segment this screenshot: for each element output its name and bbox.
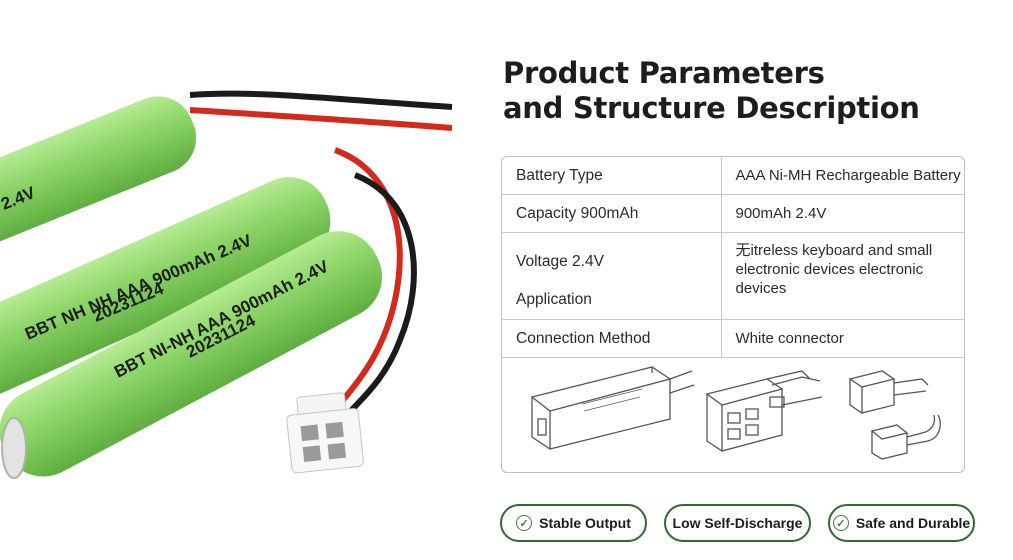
white-connector — [286, 392, 364, 474]
param-value: 无itreless keyboard and small electronic … — [720, 232, 964, 320]
table-row: Connection Method White connector — [502, 319, 964, 358]
small-connectors-diagram — [848, 370, 941, 460]
check-circle-icon: ✓ — [516, 515, 533, 531]
parameters-panel: Battery Type AAA Ni-MH Rechargeable Batt… — [501, 156, 965, 473]
feature-label: Safe and Durable — [855, 515, 971, 531]
battery-pack-photo: 2.4V BBT NH NH AAA 900mAh 2.4V 20231124 … — [0, 90, 453, 479]
feature-safe-and-durable: ✓ Safe and Durable — [828, 504, 975, 542]
param-key: Application — [516, 291, 592, 308]
param-value: AAA Ni-MH Rechargeable Battery — [720, 157, 964, 195]
wire-red-top — [189, 107, 453, 131]
param-key: Capacity 900mAh — [502, 194, 721, 233]
wire-black-side — [347, 172, 417, 414]
wire-red-side — [332, 147, 403, 412]
wire-black-top — [189, 90, 453, 110]
param-key: Battery Type — [502, 157, 721, 195]
feature-low-self-discharge: Low Self-Discharge — [664, 504, 811, 542]
check-circle-icon: ✓ — [832, 515, 849, 531]
param-value: White connector — [720, 319, 964, 358]
param-key-group: Voltage 2.4V Application — [502, 232, 721, 320]
title-line-2: and Structure Description — [503, 91, 920, 125]
parameters-table: Battery Type AAA Ni-MH Rechargeable Batt… — [502, 157, 964, 358]
param-key: Connection Method — [502, 319, 721, 358]
page-title: Product Parameters and Structure Descrip… — [503, 56, 920, 126]
table-row: Battery Type AAA Ni-MH Rechargeable Batt… — [502, 157, 964, 195]
feature-label: Low Self-Discharge — [672, 515, 803, 531]
feature-stable-output: ✓ Stable Output — [500, 504, 647, 542]
battery-end-cap — [1, 417, 27, 479]
param-value: 900mAh 2.4V — [720, 194, 964, 233]
feature-label: Stable Output — [539, 515, 631, 531]
table-row: Capacity 900mAh 900mAh 2.4V — [502, 194, 964, 233]
param-key: Voltage 2.4V — [516, 253, 604, 270]
structure-diagrams — [530, 366, 941, 460]
table-row: Voltage 2.4V Application 无itreless keybo… — [502, 232, 964, 320]
battery-pack-diagram — [530, 366, 695, 450]
title-line-1: Product Parameters — [503, 56, 825, 90]
connector-diagram — [705, 370, 823, 452]
